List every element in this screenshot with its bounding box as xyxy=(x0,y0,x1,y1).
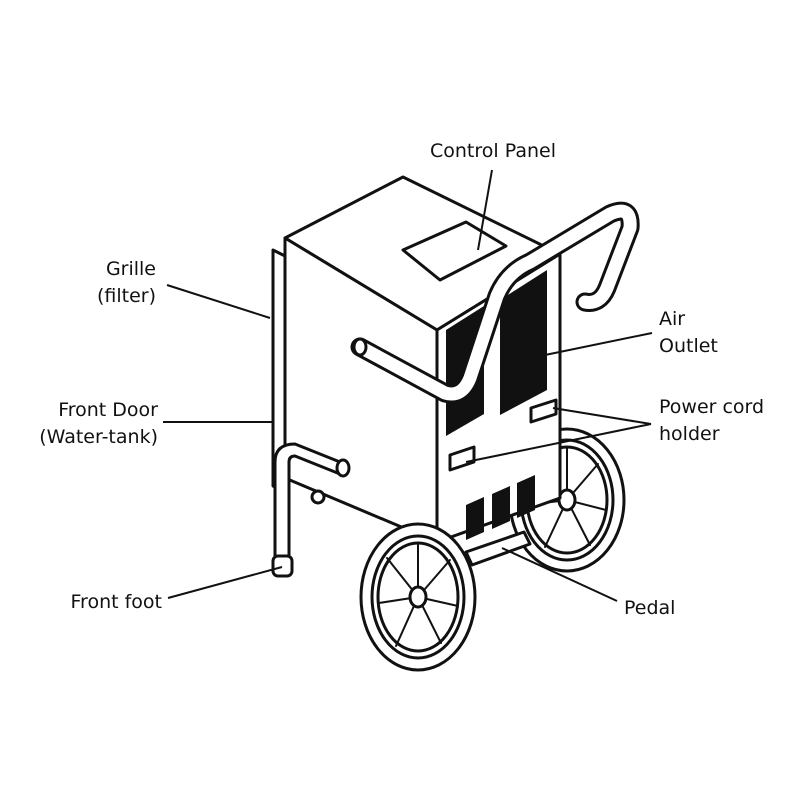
leader-grille xyxy=(166,284,271,319)
leader-power-cord-upper xyxy=(552,407,652,425)
front-leg xyxy=(271,442,351,578)
label-air-outlet: Air Outlet xyxy=(659,306,779,360)
leader-control-panel xyxy=(477,169,493,251)
label-front-foot: Front foot xyxy=(20,589,162,616)
handle xyxy=(350,201,640,404)
leader-pedal xyxy=(501,547,618,602)
cord-holder-upper xyxy=(529,398,558,424)
cord-holder-lower xyxy=(448,445,476,472)
label-pedal-text: Pedal xyxy=(624,597,676,619)
lower-vent-2 xyxy=(492,486,510,529)
front-wheel xyxy=(359,522,477,672)
leader-power-cord-lower xyxy=(465,423,652,463)
lower-vent-3 xyxy=(517,475,535,518)
leader-lines xyxy=(163,169,653,602)
label-grille-line2: (filter) xyxy=(96,285,156,307)
label-power-cord-line1: Power cord xyxy=(659,396,765,418)
leader-front-foot xyxy=(167,566,283,599)
label-grille: Grille (filter) xyxy=(40,256,156,310)
label-control-panel: Control Panel xyxy=(408,138,578,165)
label-control-panel-text: Control Panel xyxy=(430,140,556,162)
label-power-cord-holder: Power cord holder xyxy=(659,394,794,448)
lower-vent-1 xyxy=(466,497,484,540)
label-power-cord-line2: holder xyxy=(659,423,720,445)
label-air-outlet-line1: Air xyxy=(659,308,686,330)
label-front-door-line1: Front Door xyxy=(58,399,158,421)
pedal-drawing xyxy=(464,530,532,567)
label-front-door: Front Door (Water-tank) xyxy=(10,397,158,451)
label-front-foot-text: Front foot xyxy=(70,591,162,613)
label-pedal: Pedal xyxy=(624,595,724,622)
leader-air-outlet xyxy=(544,332,653,356)
label-air-outlet-line2: Outlet xyxy=(659,335,718,357)
label-front-door-line2: (Water-tank) xyxy=(39,426,158,448)
upper-right-vent xyxy=(500,270,547,415)
label-grille-line1: Grille xyxy=(105,258,156,280)
